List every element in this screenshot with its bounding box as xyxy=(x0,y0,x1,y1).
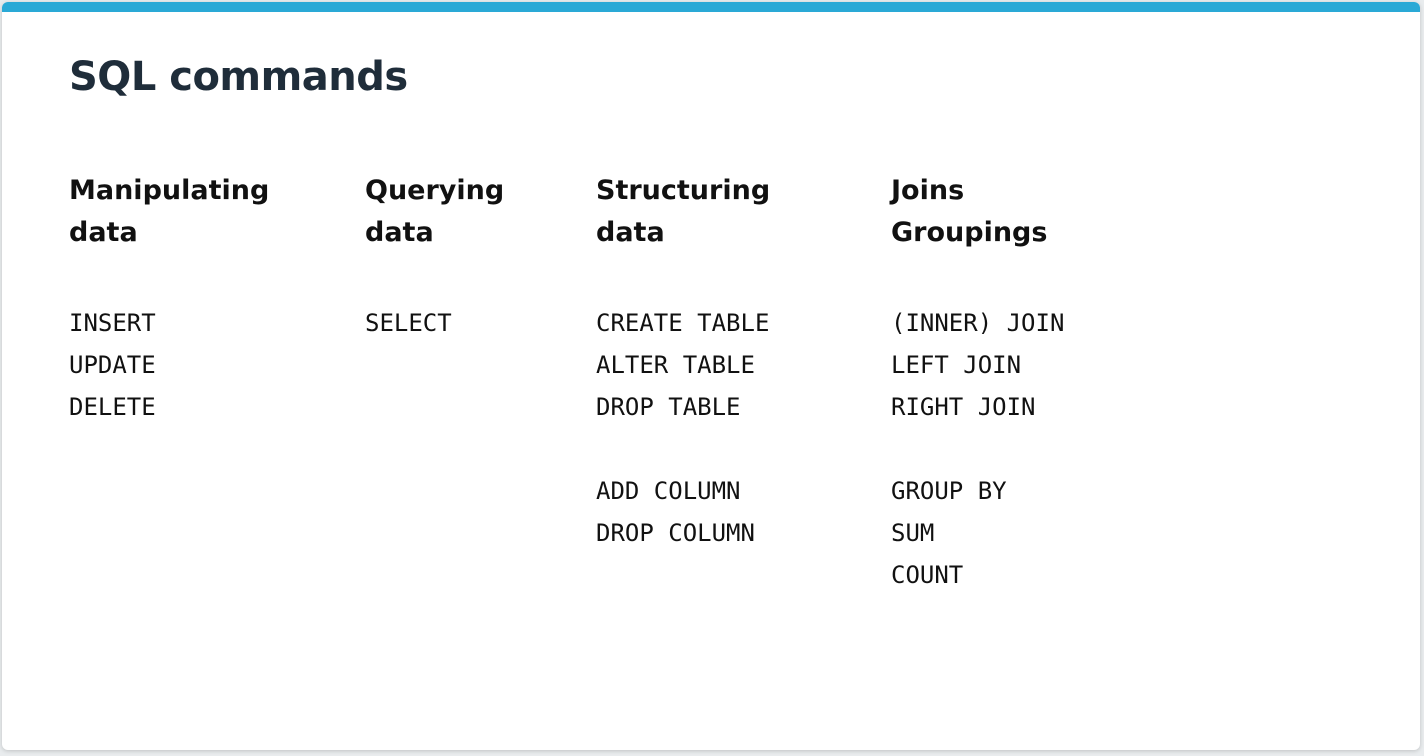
command-list: (INNER) JOIN LEFT JOIN RIGHT JOIN GROUP … xyxy=(891,302,1064,596)
column-heading-line2: data xyxy=(365,217,434,248)
command-item: DROP TABLE xyxy=(596,393,741,421)
spacer xyxy=(891,428,1064,470)
command-item: INSERT xyxy=(69,309,156,337)
column-structuring-data: Structuring data CREATE TABLE ALTER TABL… xyxy=(596,170,770,554)
column-heading-line2: data xyxy=(69,217,138,248)
column-heading: Querying data xyxy=(365,170,504,254)
column-heading: Manipulating data xyxy=(69,170,269,254)
command-item: (INNER) JOIN xyxy=(891,309,1065,337)
column-joins-groupings: Joins Groupings (INNER) JOIN LEFT JOIN R… xyxy=(891,170,1064,596)
column-heading-line1: Joins xyxy=(891,175,965,206)
column-querying-data: Querying data SELECT xyxy=(365,170,504,344)
command-item: DELETE xyxy=(69,393,156,421)
slide-title: SQL commands xyxy=(69,54,408,100)
command-item: DROP COLUMN xyxy=(596,519,755,547)
command-item: UPDATE xyxy=(69,351,156,379)
column-heading-line2: Groupings xyxy=(891,217,1048,248)
command-list: SELECT xyxy=(365,302,504,344)
column-heading-line1: Manipulating xyxy=(69,175,270,206)
command-item: RIGHT JOIN xyxy=(891,393,1036,421)
command-item: ADD COLUMN xyxy=(596,477,741,505)
accent-bar xyxy=(2,2,1420,12)
command-item: ALTER TABLE xyxy=(596,351,755,379)
column-heading-line2: data xyxy=(596,217,665,248)
spacer xyxy=(596,428,770,470)
command-list: INSERT UPDATE DELETE xyxy=(69,302,269,428)
column-heading-line1: Querying xyxy=(365,175,505,206)
command-list: CREATE TABLE ALTER TABLE DROP TABLE ADD … xyxy=(596,302,770,554)
column-heading-line1: Structuring xyxy=(596,175,771,206)
column-heading: Structuring data xyxy=(596,170,770,254)
column-manipulating-data: Manipulating data INSERT UPDATE DELETE xyxy=(69,170,269,428)
command-item: SUM xyxy=(891,519,935,547)
command-item: LEFT JOIN xyxy=(891,351,1022,379)
command-item: GROUP BY xyxy=(891,477,1007,505)
command-item: CREATE TABLE xyxy=(596,309,770,337)
command-item: SELECT xyxy=(365,309,452,337)
column-heading: Joins Groupings xyxy=(891,170,1064,254)
command-item: COUNT xyxy=(891,561,964,589)
